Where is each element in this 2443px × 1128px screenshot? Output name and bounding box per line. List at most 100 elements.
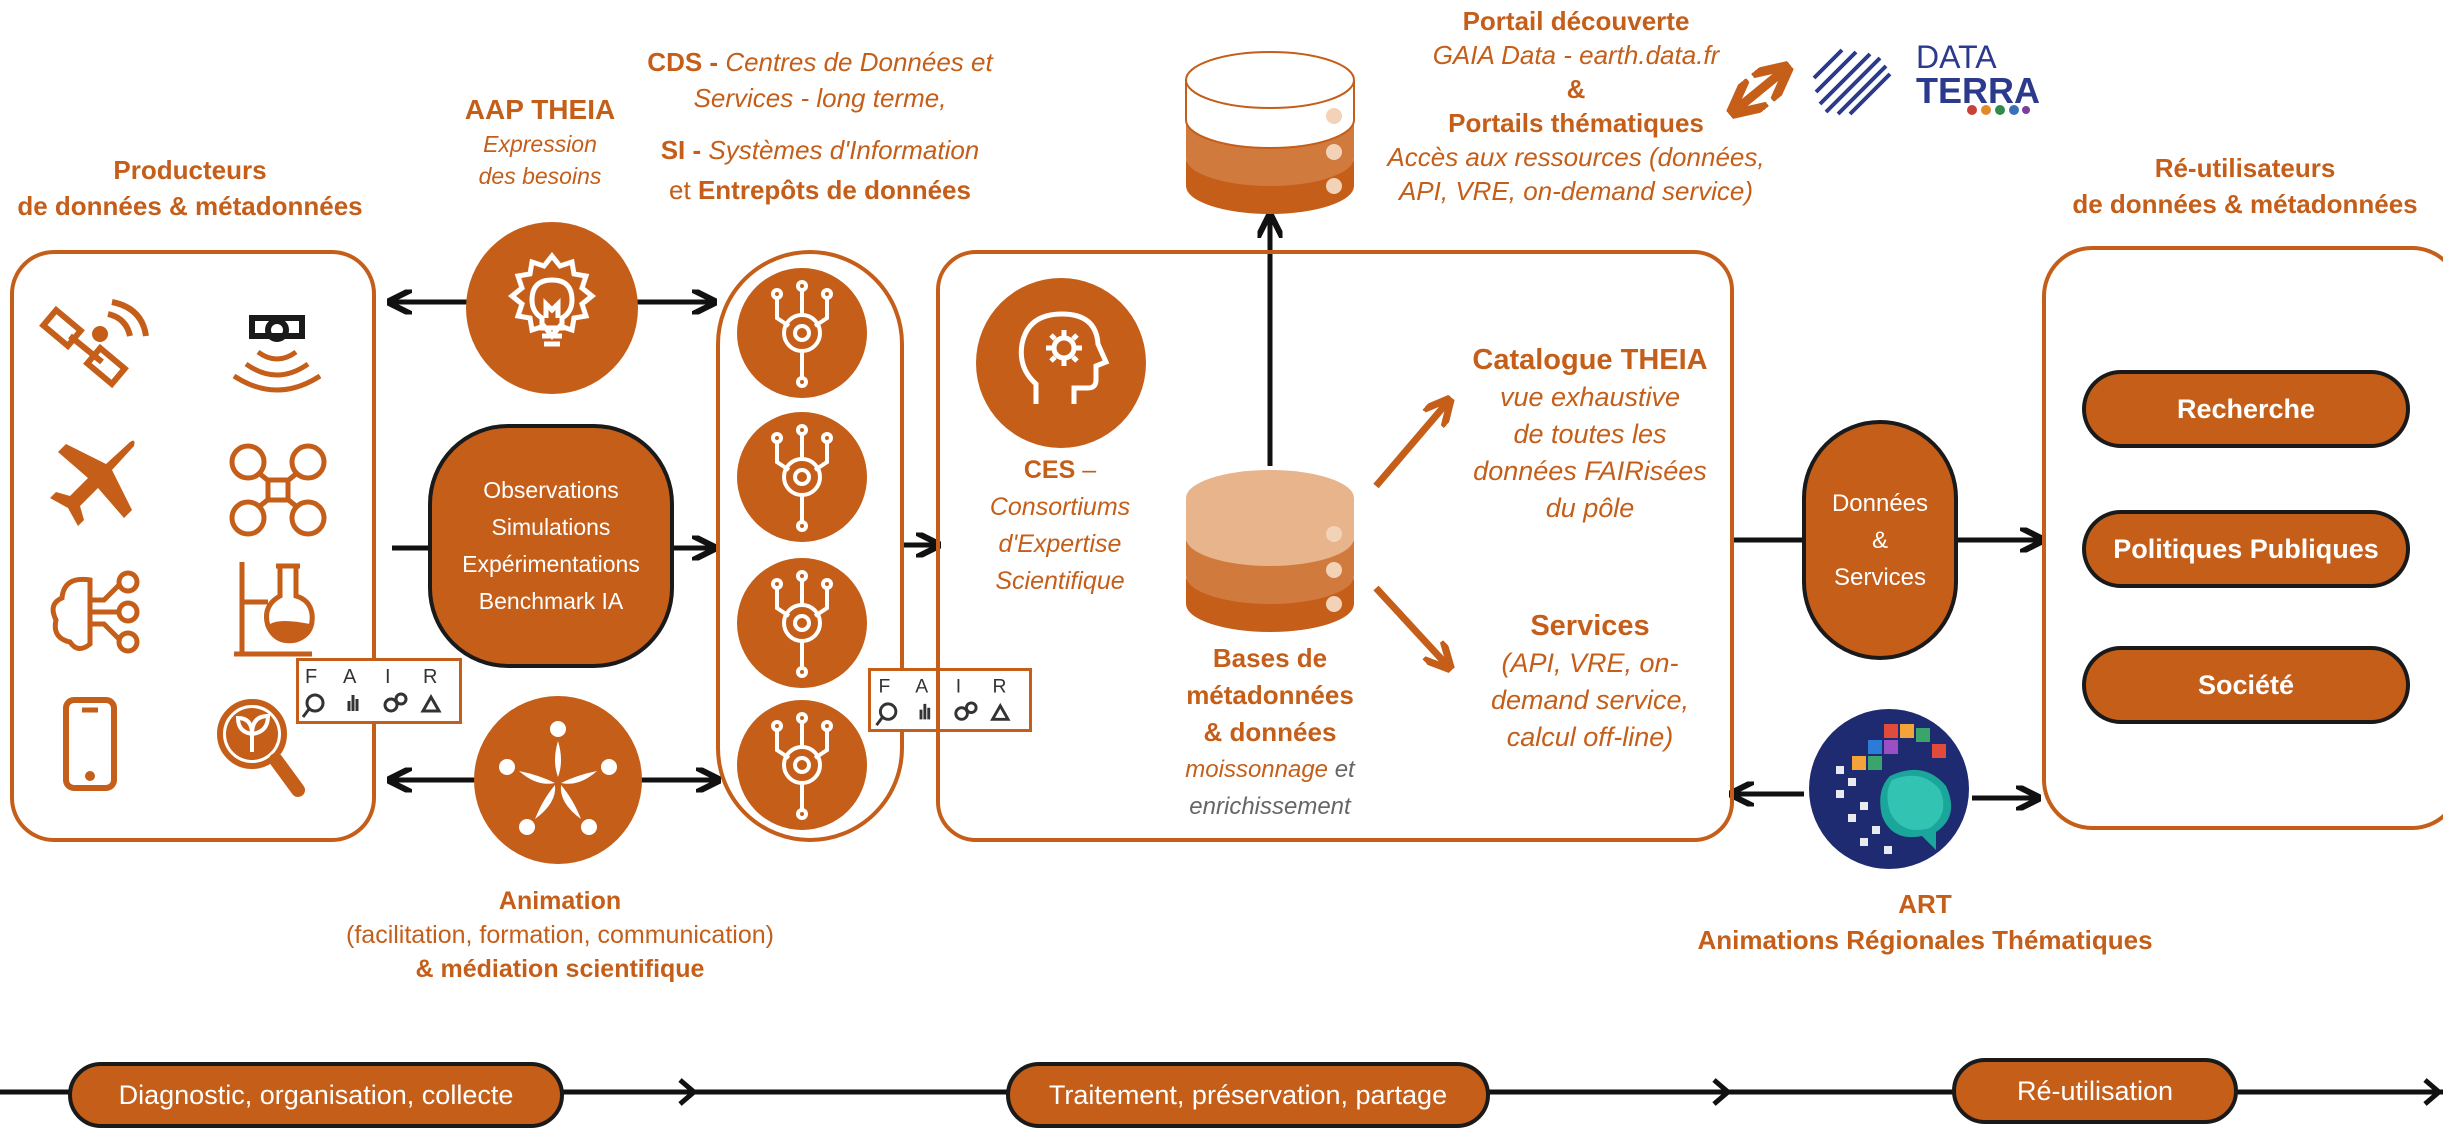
cds-abbr: CDS - [647,47,719,77]
fair-badge-cds: F A I R [868,668,1032,732]
ces-sub3: Scientifique [995,567,1125,595]
services-label: Services (API, VRE, on- demand service, … [1440,608,1740,756]
services-line1: (API, VRE, on- [1501,648,1679,678]
cds-stack-box [716,250,904,842]
bases-enrichissement: enrichissement [1189,793,1351,820]
bases-moissonnage: moissonnage [1185,756,1329,783]
entrepots-pre: et [669,175,691,205]
services-line2: demand service, [1490,685,1690,715]
drone-icon [229,443,327,537]
reusers-title-line1: Ré-utilisateurs [2154,153,2336,183]
bases-line3: & données [1203,717,1337,747]
observations-item: Benchmark IA [478,588,624,614]
portal-title: Portail découverte [1462,6,1690,36]
cds-label: CDS - Centres de Données et Services - l… [620,44,1020,208]
svg-text:R: R [993,676,1007,697]
portal-access1: Accès aux ressources (données, [1387,142,1765,172]
people-animation-icon [499,721,617,835]
producers-title: Producteurs de données & métadonnées [0,152,380,224]
animation-circle [474,696,642,864]
si-line: Systèmes d'Information [708,135,980,165]
producers-title-line2: de données & métadonnées [17,191,363,221]
art-map-icon [1809,709,1969,869]
ces-sub2: d'Expertise [998,530,1122,558]
aap-sub1: Expression [483,131,597,157]
catalogue-line1: vue exhaustive [1499,382,1681,412]
svg-text:F: F [878,676,890,697]
ai-brain-icon [50,570,140,654]
lightbulb-gear-icon [507,251,597,347]
si-abbr: SI - [660,135,702,165]
aap-title-block: AAP THEIA Expression des besoins [420,92,660,192]
animation-line3: & médiation scientifique [415,955,705,983]
aap-sub2: des besoins [478,163,602,189]
portal-database-icon [1185,51,1355,214]
observations-item: Observations [483,477,619,503]
donnees-line3: Services [1833,563,1927,591]
aap-title: AAP THEIA [464,94,616,125]
timeline-step-traitement: Traitement, préservation, partage [1006,1062,1490,1128]
animation-label: Animation (facilitation, formation, comm… [300,884,820,986]
reusers-box [2042,246,2443,830]
smartphone-icon [63,697,117,791]
animation-title: Animation [498,887,622,915]
fair-badge-graphic: F A I R [875,676,1011,727]
aap-circle [466,222,638,394]
airplane-icon [50,440,135,526]
lab-flask-icon [234,562,315,657]
fair-badge-graphic: F A I R [301,666,442,718]
svg-text:F: F [305,666,317,688]
svg-text:I: I [385,666,391,688]
svg-text:A: A [343,666,357,688]
observations-item: Expérimentations [462,551,640,577]
portal-thematic: Portails thématiques [1448,108,1704,138]
data-terra-wordmark: DATA TERRA [1916,39,2040,111]
logo-line1: DATA [1916,39,1997,75]
network-gear-icon [771,280,833,820]
bases-line1: Bases de [1212,643,1328,673]
svg-text:R: R [423,666,437,688]
bases-line2: métadonnées [1186,680,1354,710]
reuse-politiques: Politiques Publiques [2082,510,2410,588]
catalogue-line2: de toutes les [1513,419,1667,449]
plant-search-icon [217,699,305,797]
catalogue-label: Catalogue THEIA vue exhaustive de toutes… [1440,342,1740,527]
reuse-recherche: Recherche [2082,370,2410,448]
services-title: Services [1530,610,1650,642]
head-gear-icon [1018,311,1110,404]
satellite-icon [39,299,149,389]
portal-amp: & [1566,74,1586,104]
timeline-step-reutilisation: Ré-utilisation [1952,1058,2238,1124]
main-box [936,250,1734,842]
reusers-title: Ré-utilisateurs de données & métadonnées [2040,150,2443,222]
cds-line2: Services - long terme, [693,83,947,113]
art-title: ART [1898,889,1952,919]
donnees-services-pill: Données & Services [1802,420,1958,660]
reusers-title-line2: de données & métadonnées [2072,189,2418,219]
timeline-step-diagnostic: Diagnostic, organisation, collecte [68,1062,564,1128]
catalogue-line3: données FAIRisées [1473,456,1707,486]
data-terra-dots [1967,105,2030,115]
ces-circle [976,278,1146,448]
catalogue-line4: du pôle [1545,493,1635,523]
observations-pill: Observations Simulations Expérimentation… [428,424,674,668]
portal-access2: API, VRE, on-demand service) [1398,176,1754,206]
portal-gaia: GAIA Data - earth.data.fr [1432,40,1720,70]
ces-label: CES – Consortiums d'Expertise Scientifiq… [960,452,1160,600]
services-line3: calcul off-line) [1506,722,1674,752]
donnees-line2: & [1871,526,1888,554]
donnees-line1: Données [1831,489,1929,517]
ces-sub1: Consortiums [989,493,1131,521]
fair-badge-producers: F A I R [296,658,462,724]
svg-text:I: I [956,676,961,697]
logo-line2: TERRA [1916,70,2040,111]
ces-dash: – [1075,456,1097,484]
data-terra-logo [1812,48,1892,116]
bases-et: et [1328,756,1355,783]
bases-label: Bases de métadonnées & données moissonna… [1140,640,1400,825]
entrepots-label: Entrepôts de données [697,175,971,205]
svg-text:A: A [915,676,928,697]
producers-title-line1: Producteurs [113,155,267,185]
art-label: ART Animations Régionales Thématiques [1660,886,2190,958]
portal-label: Portail découverte GAIA Data - earth.dat… [1366,4,1786,208]
